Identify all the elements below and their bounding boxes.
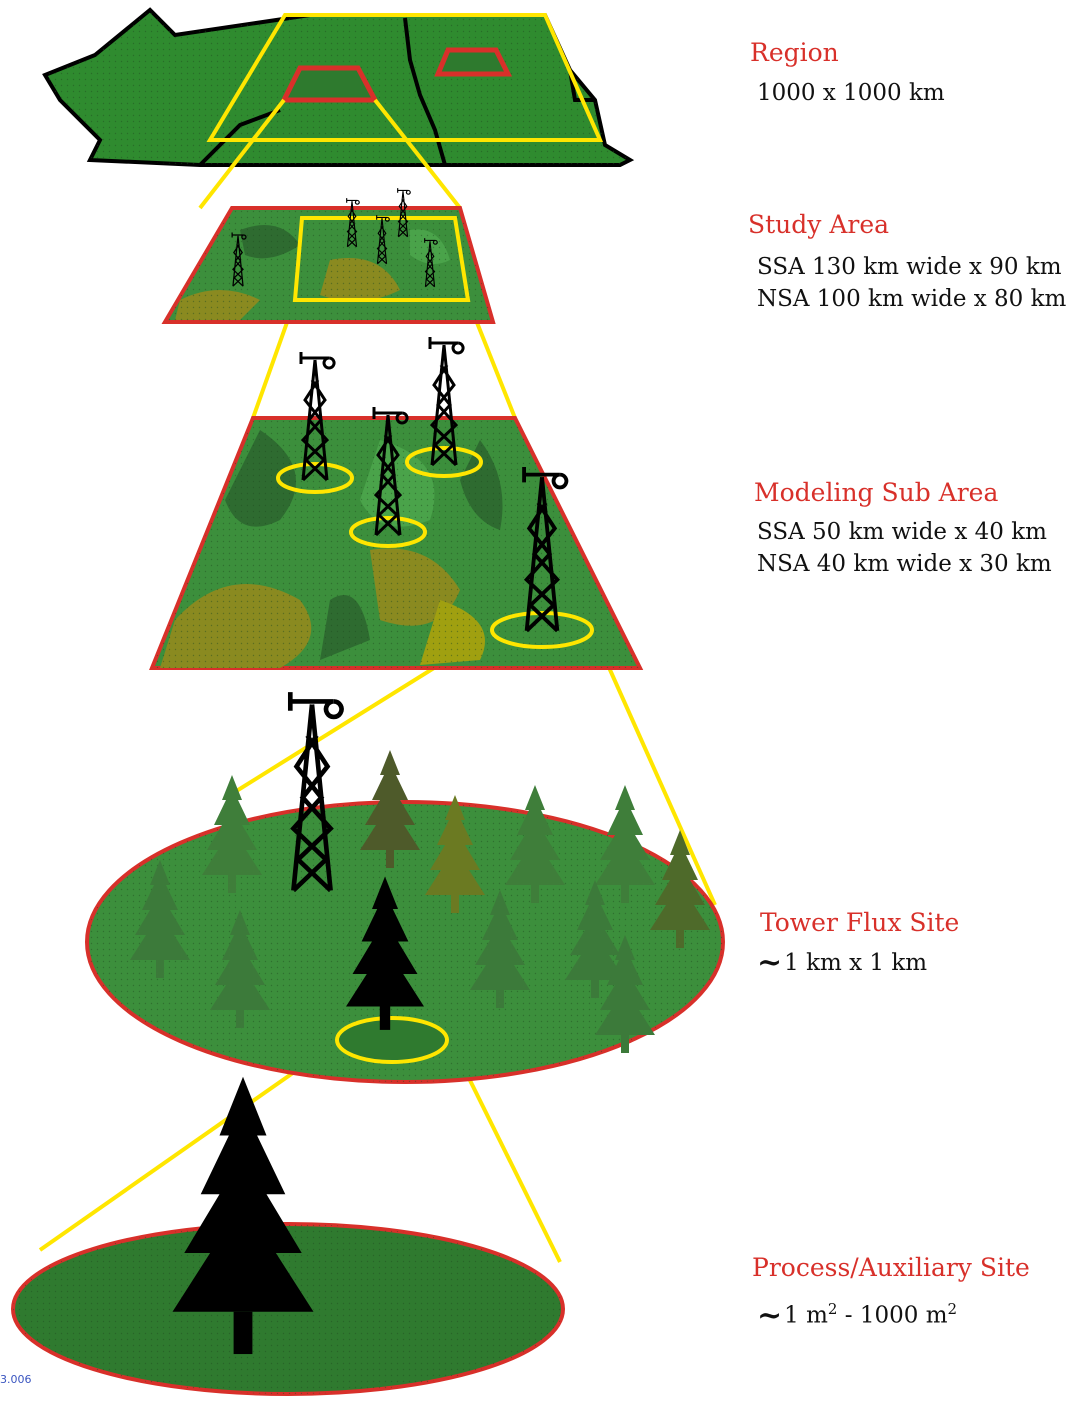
study-area-panel (161, 187, 496, 324)
modeling-sub-area-ssa: SSA 50 km wide x 40 km (757, 519, 1047, 545)
study-area-title: Study Area (748, 210, 890, 239)
modeling-sub-area-panel (149, 335, 644, 670)
modeling-sub-area-nsa: NSA 40 km wide x 30 km (757, 551, 1052, 577)
region-map (42, 7, 635, 167)
modeling-sub-area-title: Modeling Sub Area (754, 478, 999, 507)
tower-flux-site-title: Tower Flux Site (760, 908, 960, 937)
process-site-size: ~1 m2 - 1000 m2 (757, 1297, 958, 1333)
study-area-ssa: SSA 130 km wide x 90 km (757, 254, 1062, 280)
region-title: Region (750, 38, 839, 67)
tower-flux-site-size: ~1 km x 1 km (757, 945, 928, 980)
process-site-panel (11, 1076, 565, 1396)
process-site-title: Process/Auxiliary Site (752, 1253, 1030, 1282)
figure-id-mark: 3.006 (0, 1373, 32, 1386)
region-size: 1000 x 1000 km (757, 80, 945, 106)
study-area-nsa: NSA 100 km wide x 80 km (757, 286, 1067, 312)
tower-flux-site-panel (85, 692, 725, 1084)
